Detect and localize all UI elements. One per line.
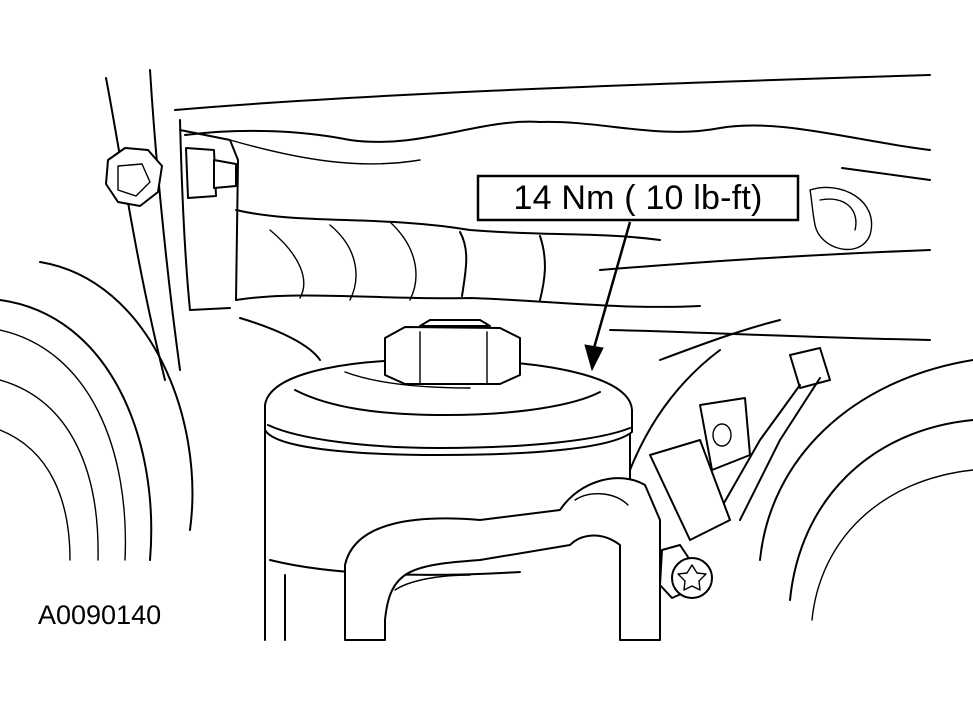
wrapped-hose — [235, 209, 701, 308]
upper-frame-rail — [174, 74, 931, 165]
callout-box — [476, 174, 800, 222]
leader-line — [590, 221, 632, 356]
sensor-bracket — [649, 347, 831, 541]
torx-fastener — [659, 544, 713, 599]
cap-hex-nut — [384, 319, 521, 385]
coolant-tube — [344, 477, 661, 641]
frame-bracket — [105, 69, 239, 381]
cross-member — [239, 167, 931, 361]
filter-cap — [264, 358, 633, 456]
leader-arrowhead — [584, 344, 604, 372]
torque-callout — [476, 174, 800, 372]
figure-id: A0090140 — [38, 600, 162, 630]
left-wheel-arcs — [0, 261, 194, 561]
right-wheel-arcs — [629, 319, 973, 621]
mounting-bolt — [105, 147, 237, 207]
torque-spec-label: 14 Nm ( 10 lb-ft) — [513, 179, 763, 217]
